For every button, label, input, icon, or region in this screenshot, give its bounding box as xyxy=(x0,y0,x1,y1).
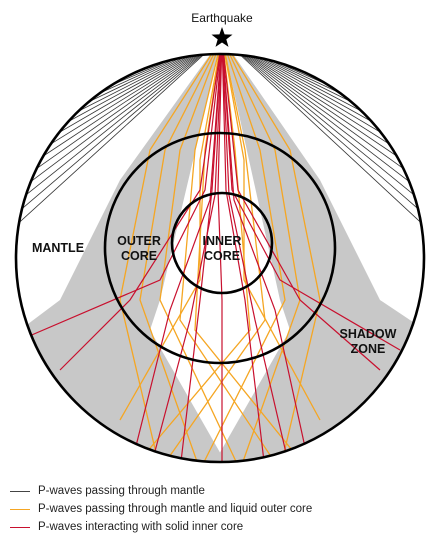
outer-core-wave-ray xyxy=(199,54,286,462)
legend-swatch-gray xyxy=(10,490,30,492)
inner-core-wave-ray xyxy=(221,54,311,462)
mantle-wave-ray xyxy=(43,54,223,157)
inner-core-wave-ray xyxy=(221,54,381,371)
mantle-wave-ray xyxy=(36,54,223,169)
outer-core-label-line1: OUTER xyxy=(117,234,161,248)
inner-core-wave-ray xyxy=(59,54,223,371)
outer-core-wave-ray xyxy=(139,54,223,462)
outer-core-boundary xyxy=(103,131,337,365)
legend-item-mantle-waves: P-waves passing through mantle xyxy=(10,484,205,498)
outer-core-wave-ray xyxy=(179,54,281,462)
legend-label: P-waves passing through mantle xyxy=(38,485,205,497)
legend-label: P-waves passing through mantle and liqui… xyxy=(38,503,313,515)
mantle-p-waves xyxy=(18,54,422,223)
outer-core-wave-ray xyxy=(221,54,321,462)
inner-core-label-line2: CORE xyxy=(204,249,240,263)
inner-core-wave-ray xyxy=(217,54,223,462)
mantle-wave-ray xyxy=(68,54,223,122)
legend-label: P-waves interacting with solid inner cor… xyxy=(38,521,244,533)
mantle-wave-ray xyxy=(18,54,223,223)
inner-core-wave-ray xyxy=(179,54,223,462)
inner-core-label-line1: INNER xyxy=(203,234,242,248)
legend-swatch-red xyxy=(10,526,30,528)
earth-surface-boundary xyxy=(14,52,426,464)
outer-core-wave-ray xyxy=(159,54,266,462)
mantle-wave-ray xyxy=(221,54,415,196)
outer-core-p-waves xyxy=(119,54,321,462)
mantle-wave-ray xyxy=(78,54,223,112)
shadow-zone-label-line1: SHADOW xyxy=(340,327,397,341)
mantle-wave-ray xyxy=(221,54,381,133)
mantle-wave-ray xyxy=(221,54,372,122)
inner-core-wave-ray xyxy=(19,54,223,341)
mantle-wave-ray xyxy=(221,54,410,182)
mantle-label: MANTLE xyxy=(32,241,84,255)
earthquake-label: Earthquake xyxy=(191,11,253,25)
legend-swatch-orange xyxy=(10,508,30,510)
mantle-wave-ray xyxy=(59,54,223,133)
mantle-wave-ray xyxy=(221,54,362,112)
mantle-wave-ray xyxy=(221,54,404,169)
outer-core-wave-ray xyxy=(159,54,241,462)
inner-core-wave-ray xyxy=(221,54,291,462)
mantle-wave-ray xyxy=(99,54,223,94)
inner-core-boundary xyxy=(170,191,274,295)
mantle-wave-ray xyxy=(221,54,422,223)
inner-core-wave-ray xyxy=(129,54,223,462)
outer-core-wave-ray xyxy=(139,54,251,461)
mantle-wave-ray xyxy=(221,54,419,209)
mantle-wave-ray xyxy=(88,54,223,103)
inner-core-wave-ray xyxy=(221,54,401,351)
inner-core-wave-ray xyxy=(149,54,223,462)
mantle-wave-ray xyxy=(21,54,223,209)
shadow-zone-label-line2: ZONE xyxy=(351,342,386,356)
mantle-wave-ray xyxy=(25,54,223,196)
inner-core-p-waves xyxy=(19,54,401,462)
earthquake-star-icon xyxy=(211,27,233,47)
outer-core-wave-ray xyxy=(221,54,321,421)
legend-item-inner-core-waves: P-waves interacting with solid inner cor… xyxy=(10,520,243,534)
outer-core-label-line2: CORE xyxy=(121,249,157,263)
inner-core-wave-ray xyxy=(221,54,266,462)
mantle-wave-ray xyxy=(221,54,341,94)
mantle-wave-ray xyxy=(30,54,223,182)
earth-cross-section-diagram: Earthquake MANTLE OUTER CORE INNER CORE … xyxy=(14,11,426,464)
mantle-wave-ray xyxy=(221,54,352,103)
legend-item-outer-core-waves: P-waves passing through mantle and liqui… xyxy=(10,502,312,516)
